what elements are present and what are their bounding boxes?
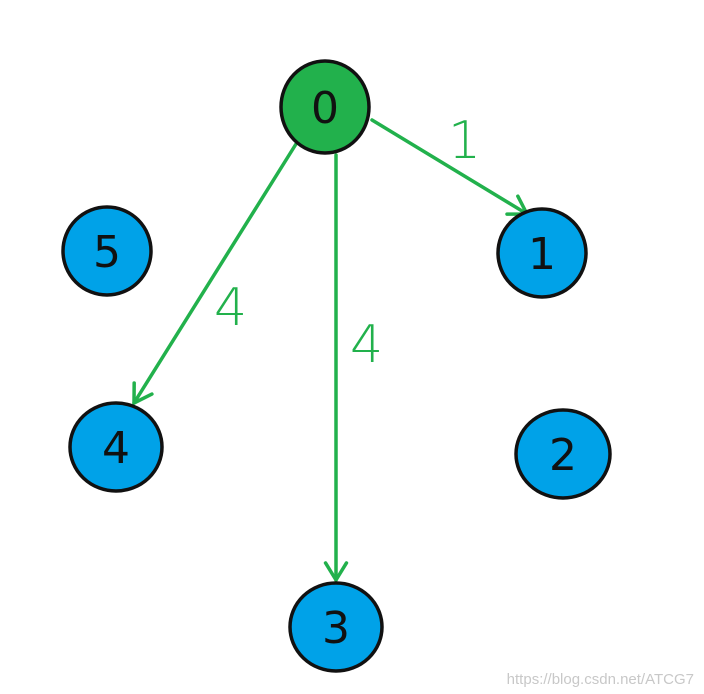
edges-layer: 1 4 4 (132, 111, 529, 582)
node-label: 5 (93, 227, 121, 278)
edge-0-to-3: 4 (323, 153, 383, 582)
node-label: 4 (102, 423, 130, 474)
node-label: 1 (528, 229, 556, 280)
node-1: 1 (496, 207, 588, 299)
node-circle (279, 59, 371, 155)
node-label: 0 (311, 83, 339, 134)
edge-weight-label: 1 (448, 111, 481, 171)
node-circle (68, 401, 164, 493)
node-circle (288, 581, 384, 673)
node-circle (514, 408, 612, 500)
edge-line (370, 118, 529, 216)
node-label: 3 (322, 603, 350, 654)
node-2: 2 (514, 408, 612, 500)
node-0: 0 (279, 59, 371, 155)
edge-weight-label: 4 (214, 278, 247, 338)
node-4: 4 (68, 401, 164, 493)
nodes-layer: 0 1 2 3 4 5 (61, 59, 612, 673)
edge-0-to-4: 4 (132, 142, 298, 405)
node-circle (61, 205, 153, 297)
arrowhead-icon (132, 381, 154, 405)
node-3: 3 (288, 581, 384, 673)
arrowhead-icon (323, 561, 349, 582)
watermark: https://blog.csdn.net/ATCG7 (506, 671, 694, 688)
node-5: 5 (61, 205, 153, 297)
node-circle (496, 207, 588, 299)
edge-weight-label: 4 (350, 315, 383, 375)
node-label: 2 (549, 430, 577, 481)
edge-line (132, 142, 298, 405)
edge-0-to-1: 1 (370, 111, 529, 216)
